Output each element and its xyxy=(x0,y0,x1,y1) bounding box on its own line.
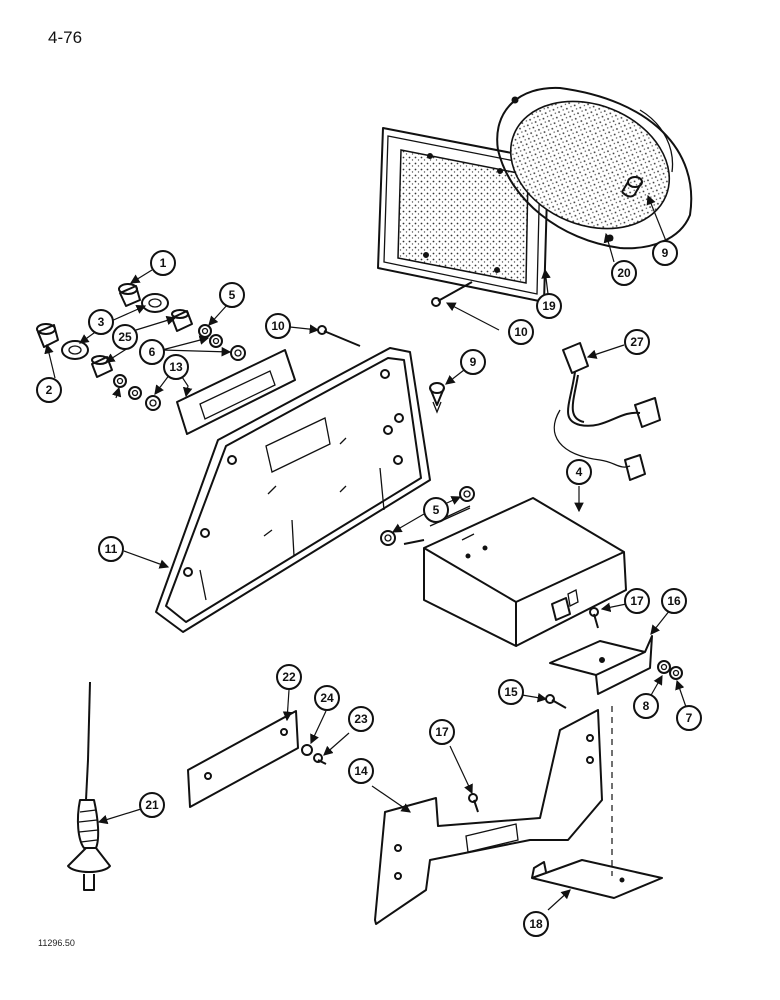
svg-text:13: 13 xyxy=(169,360,183,374)
callout-10-right: 10 xyxy=(508,319,534,345)
trim-plate xyxy=(176,349,296,435)
svg-text:5: 5 xyxy=(229,288,236,302)
callout-2: 2 xyxy=(36,377,62,403)
shaft-sleeve-left xyxy=(91,355,113,378)
svg-text:4: 4 xyxy=(576,465,583,479)
svg-text:9: 9 xyxy=(470,355,477,369)
knob-1 xyxy=(118,283,141,307)
callout-3: 3 xyxy=(88,309,114,335)
svg-text:24: 24 xyxy=(320,691,334,705)
spacer-top xyxy=(621,176,643,198)
bracket-18 xyxy=(531,859,663,899)
svg-text:21: 21 xyxy=(145,798,159,812)
callout-5-right: 5 xyxy=(423,497,449,523)
screw-10-right xyxy=(431,281,473,307)
svg-text:27: 27 xyxy=(630,335,644,349)
callout-15: 15 xyxy=(498,679,524,705)
svg-text:20: 20 xyxy=(617,266,631,280)
callout-4: 4 xyxy=(566,459,592,485)
knob-ring-3-right xyxy=(141,293,169,313)
radio-panel xyxy=(155,347,431,633)
svg-text:17: 17 xyxy=(630,594,644,608)
plate-22 xyxy=(187,710,299,808)
callout-24: 24 xyxy=(314,685,340,711)
shaft-sleeve-right xyxy=(171,309,193,332)
screw-10-left xyxy=(317,325,361,347)
knob-2 xyxy=(36,323,59,348)
callout-16: 16 xyxy=(661,588,687,614)
callout-9-top: 9 xyxy=(652,240,678,266)
callout-5-top: 5 xyxy=(219,282,245,308)
svg-text:8: 8 xyxy=(643,699,650,713)
callout-6: 6 xyxy=(139,339,165,365)
svg-text:17: 17 xyxy=(435,725,449,739)
screw-23 xyxy=(313,753,327,765)
leader-lines xyxy=(44,194,687,911)
svg-text:3: 3 xyxy=(98,315,105,329)
svg-text:2: 2 xyxy=(46,383,53,397)
svg-text:5: 5 xyxy=(433,503,440,517)
svg-text:16: 16 xyxy=(667,594,681,608)
callout-14: 14 xyxy=(348,758,374,784)
nuts-8-7 xyxy=(657,660,683,680)
svg-text:23: 23 xyxy=(354,712,368,726)
svg-text:1: 1 xyxy=(160,256,167,270)
mounting-bracket-14 xyxy=(374,709,603,925)
callout-23: 23 xyxy=(348,706,374,732)
svg-text:11: 11 xyxy=(105,542,118,556)
knob-ring-3-left xyxy=(61,340,89,360)
callout-17-upper: 17 xyxy=(624,588,650,614)
callout-9-middle: 9 xyxy=(460,349,486,375)
svg-text:7: 7 xyxy=(686,711,693,725)
callout-25: 25 xyxy=(112,324,138,350)
callout-11: 11 xyxy=(98,536,124,562)
callout-8: 8 xyxy=(633,693,659,719)
callout-18: 18 xyxy=(523,911,549,937)
callout-10-left: 10 xyxy=(265,313,291,339)
nuts-radio xyxy=(380,486,475,546)
callout-27: 27 xyxy=(624,329,650,355)
screw-15 xyxy=(545,694,567,709)
callout-1: 1 xyxy=(150,250,176,276)
svg-text:18: 18 xyxy=(529,917,543,931)
wiring-harness xyxy=(553,342,661,481)
callout-17-lower: 17 xyxy=(429,719,455,745)
svg-text:10: 10 xyxy=(271,319,285,333)
callout-20: 20 xyxy=(611,260,637,286)
svg-text:9: 9 xyxy=(662,246,669,260)
washer-24 xyxy=(301,744,313,756)
svg-text:22: 22 xyxy=(282,670,296,684)
callout-19: 19 xyxy=(536,293,562,319)
callout-13: 13 xyxy=(163,354,189,380)
callout-21: 21 xyxy=(139,792,165,818)
antenna xyxy=(67,681,111,891)
svg-text:19: 19 xyxy=(542,299,556,313)
spacer-middle xyxy=(429,382,445,414)
callout-7: 7 xyxy=(676,705,702,731)
radio-unit xyxy=(403,497,627,647)
svg-text:14: 14 xyxy=(354,764,368,778)
svg-text:25: 25 xyxy=(118,330,132,344)
figure-code: 11296.50 xyxy=(38,938,75,948)
screw-17-upper xyxy=(589,607,599,629)
svg-text:6: 6 xyxy=(149,345,156,359)
page-number: 4-76 xyxy=(48,28,83,47)
svg-text:15: 15 xyxy=(504,685,518,699)
screw-17-lower xyxy=(468,793,479,813)
svg-text:10: 10 xyxy=(514,325,528,339)
bracket-16 xyxy=(549,635,653,695)
callout-22: 22 xyxy=(276,664,302,690)
